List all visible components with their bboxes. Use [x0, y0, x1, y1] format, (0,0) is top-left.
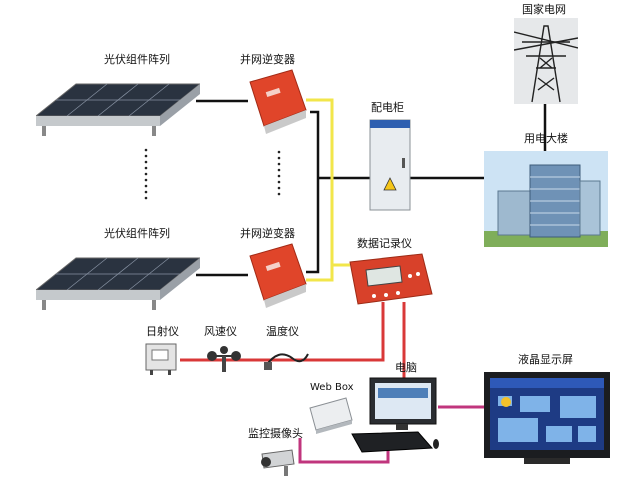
- label-pv-array-bottom: 光伏组件阵列: [104, 227, 170, 240]
- web-box-icon: [309, 397, 353, 434]
- transmission-tower-icon: [514, 18, 578, 104]
- dc-wire-top: [306, 98, 334, 282]
- label-inverter-bottom: 并网逆变器: [240, 227, 295, 240]
- irradiance-meter-icon: [145, 343, 177, 375]
- label-power-building: 用电大楼: [524, 132, 568, 145]
- desktop-computer-icon: [351, 377, 439, 453]
- label-web-box: Web Box: [310, 382, 354, 393]
- label-lcd-screen: 液晶显示屏: [518, 353, 573, 366]
- label-camera: 监控摄像头: [248, 427, 303, 440]
- data-logger-icon: [349, 253, 433, 305]
- label-thermometer: 温度仪: [266, 325, 299, 338]
- solar-panel-array-top: [36, 83, 200, 136]
- label-computer: 电脑: [395, 361, 417, 374]
- camera-wire: [298, 438, 390, 464]
- inverter-icon: [249, 69, 307, 134]
- office-building-icon: [484, 151, 608, 247]
- security-camera-icon: [261, 449, 295, 476]
- data-wire-logger-pc: [180, 302, 385, 362]
- solar-panel-array-bottom: [36, 257, 200, 310]
- lcd-display-icon: [484, 372, 610, 464]
- temperature-sensor-icon: [264, 353, 309, 370]
- label-anemometer: 风速仪: [204, 325, 237, 338]
- label-pv-array-top: 光伏组件阵列: [104, 53, 170, 66]
- anemometer-icon: [207, 346, 241, 372]
- label-irradiance-meter: 日射仪: [146, 325, 179, 338]
- label-state-grid: 国家电网: [522, 3, 566, 16]
- ac-wire-inverter-top: [306, 110, 320, 274]
- label-distribution-cabinet: 配电柜: [371, 101, 404, 114]
- label-data-logger: 数据记录仪: [357, 237, 412, 250]
- inverter-icon: [249, 243, 307, 308]
- distribution-cabinet-icon: [369, 119, 411, 211]
- label-inverter-top: 并网逆变器: [240, 53, 295, 66]
